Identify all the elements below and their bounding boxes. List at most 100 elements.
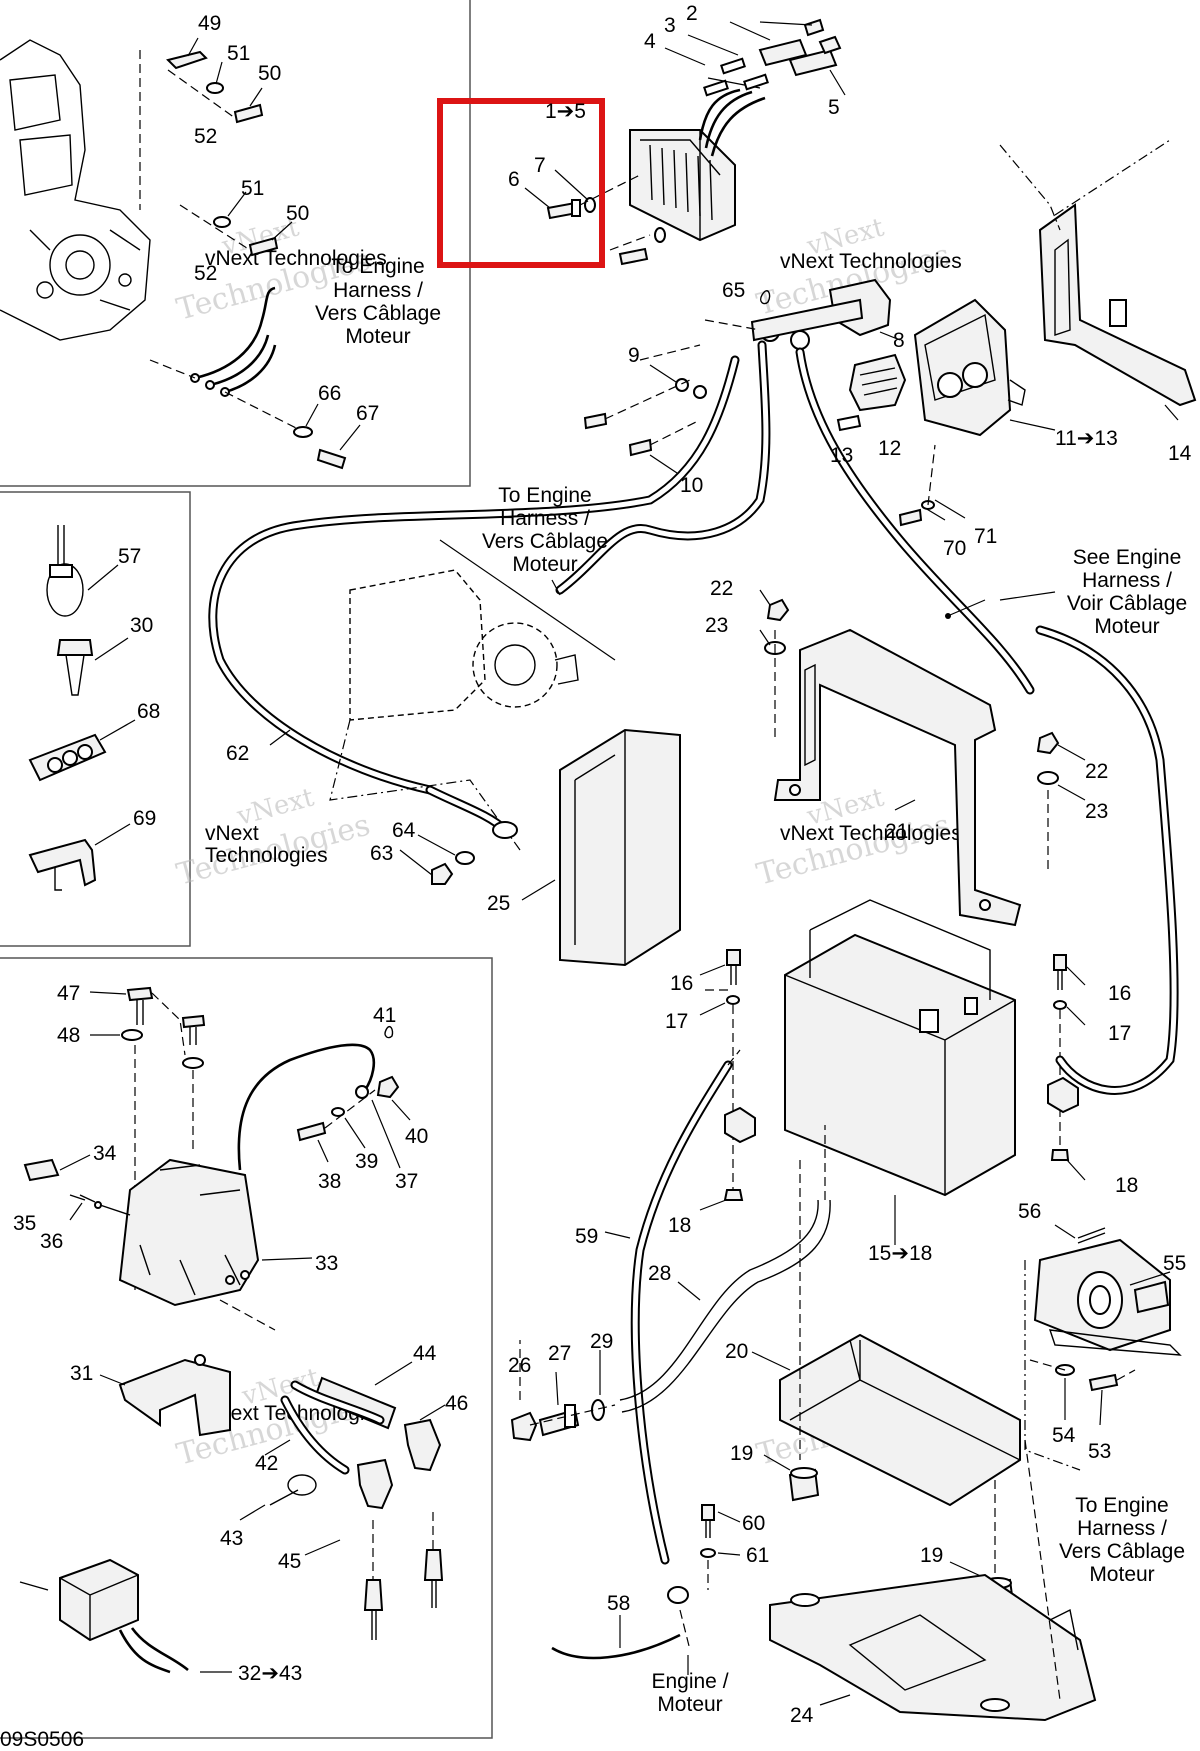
- callout-n18b: 18: [1115, 1174, 1138, 1197]
- part-66-washer: [293, 403, 319, 438]
- caption-see-engine-harness: See Engine Harness / Voir Câblage Moteur: [1067, 546, 1187, 638]
- cable-62: [269, 729, 518, 839]
- callout-n34: 34: [93, 1142, 117, 1165]
- parts-53-54-hardware: [1029, 1359, 1136, 1426]
- svg-text:Harness /: Harness /: [500, 507, 590, 530]
- callout-n41: 41: [373, 1004, 396, 1027]
- callout-n54: 54: [1052, 1424, 1076, 1447]
- callout-n56: 56: [1018, 1200, 1041, 1223]
- svg-text:Vers Câblage: Vers Câblage: [1059, 1540, 1185, 1563]
- part-49-bracket: [166, 37, 208, 70]
- voltage-regulator: [629, 129, 736, 242]
- callout-n71: 71: [974, 525, 997, 548]
- part-20-battery-tray: [751, 1333, 1021, 1507]
- callout-n22b: 22: [1085, 760, 1108, 783]
- part-6b-screw: [618, 227, 666, 266]
- cable-see-harness: [1035, 625, 1179, 1095]
- starter-motor: [329, 569, 579, 851]
- callout-n49: 49: [198, 12, 221, 35]
- callout-n10: 10: [680, 474, 703, 497]
- callout-n48: 48: [57, 1024, 80, 1047]
- callout-n36: 36: [40, 1230, 63, 1253]
- caption-engine-harness-top: To Engine Harness / Vers Câblage Moteur: [315, 255, 441, 348]
- part-9-nuts: [649, 364, 707, 399]
- caption-engine-harness-right: To Engine Harness / Vers Câblage Moteur: [1059, 1494, 1185, 1586]
- callout-n32to43: 32➔43: [238, 1662, 302, 1685]
- svg-text:To Engine: To Engine: [1075, 1494, 1168, 1517]
- part-47-screw: [89, 986, 154, 1025]
- diagram-code: 09S0506: [0, 1728, 84, 1751]
- part-50-screw: [233, 87, 264, 124]
- callout-n66: 66: [318, 382, 341, 405]
- part-27-nipple: [538, 1404, 580, 1437]
- svg-text:vNext Technologies: vNext Technologies: [780, 250, 962, 273]
- callout-n28: 28: [648, 1262, 671, 1285]
- svg-text:Moteur: Moteur: [1094, 615, 1159, 638]
- svg-text:Moteur: Moteur: [657, 1693, 722, 1716]
- part-48-washer: [90, 1029, 143, 1041]
- svg-text:vNext: vNext: [205, 822, 259, 845]
- part-2-connectors: [729, 18, 842, 77]
- parts-70-71: [898, 444, 966, 527]
- part-41-ground-wire: [237, 1026, 394, 1171]
- svg-text:Moteur: Moteur: [345, 325, 410, 348]
- part-35-36-terminals: [69, 1194, 102, 1221]
- callout-n4: 4: [644, 30, 656, 53]
- part-13-label: [836, 414, 862, 432]
- callout-n61: 61: [746, 1544, 769, 1567]
- hose-28: [619, 1125, 831, 1413]
- part-55-fuel-solenoid: [1033, 1238, 1182, 1356]
- callout-n38: 38: [318, 1170, 341, 1193]
- svg-text:vNext Technologies: vNext Technologies: [780, 822, 962, 845]
- battery: [784, 899, 1016, 1245]
- ground-wires: [190, 286, 277, 397]
- part-51-washer: [206, 61, 224, 94]
- part-65-grease: [759, 290, 771, 305]
- callout-n8: 8: [893, 329, 905, 352]
- callout-n1to5: 1➔5: [545, 100, 586, 123]
- callout-n39: 39: [355, 1150, 378, 1173]
- callout-n15to18: 15➔18: [868, 1242, 932, 1265]
- callout-n23a: 23: [705, 614, 728, 637]
- callout-n18a: 18: [668, 1214, 691, 1237]
- cable-58: [551, 1615, 681, 1660]
- callout-n70: 70: [943, 537, 966, 560]
- part-68-clip: [28, 719, 136, 782]
- callout-n69: 69: [133, 807, 156, 830]
- fasteners-inset-panel: [0, 491, 191, 947]
- part-57-cable-tie: [46, 525, 119, 617]
- callout-n37: 37: [395, 1170, 418, 1193]
- callout-n62: 62: [226, 742, 249, 765]
- callout-n17a: 17: [665, 1010, 688, 1033]
- part-24-base-plate: [769, 1573, 1097, 1722]
- part-33-ignition-coil: [99, 1158, 313, 1307]
- callout-n63: 63: [370, 842, 393, 865]
- callout-n55: 55: [1163, 1252, 1186, 1275]
- part-29-clamp: [591, 1399, 605, 1421]
- callout-n53: 53: [1088, 1440, 1111, 1463]
- callout-n11to13: 11➔13: [1055, 427, 1118, 450]
- callout-n65: 65: [722, 279, 745, 302]
- part-47b-screw: [181, 1014, 206, 1069]
- callout-n22a: 22: [710, 577, 733, 600]
- svg-text:Technologies: Technologies: [205, 844, 328, 867]
- callout-n9: 9: [628, 344, 640, 367]
- svg-text:To Engine: To Engine: [331, 255, 424, 278]
- part-51b-washer: [213, 191, 247, 228]
- callout-n24: 24: [790, 1704, 814, 1727]
- part-34-connector: [23, 1154, 91, 1182]
- callout-n68: 68: [137, 700, 160, 723]
- part-21-battery-bracket: [773, 628, 1022, 927]
- svg-text:Vers Câblage: Vers Câblage: [315, 302, 441, 325]
- callout-n43: 43: [220, 1527, 243, 1550]
- callout-n6: 6: [508, 168, 520, 191]
- callout-n31: 31: [70, 1362, 93, 1385]
- callout-n16a: 16: [670, 972, 693, 995]
- svg-text:Engine /: Engine /: [651, 1670, 728, 1693]
- callout-n51b: 51: [241, 177, 264, 200]
- small-coil-assembly: [19, 1558, 232, 1674]
- callout-n52a: 52: [194, 125, 217, 148]
- svg-text:Harness /: Harness /: [1082, 569, 1172, 592]
- callout-n40: 40: [405, 1125, 428, 1148]
- part-56-pin: [1054, 1224, 1106, 1244]
